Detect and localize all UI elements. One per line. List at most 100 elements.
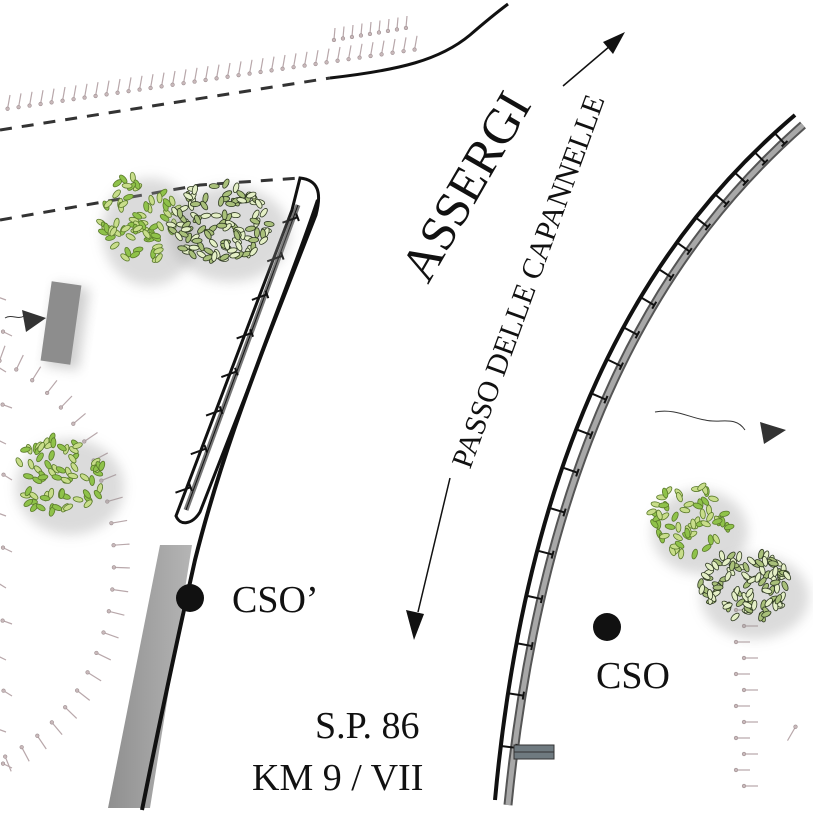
guardrail-post [525,594,544,604]
grass-tick [214,64,220,81]
right-marker-block [513,744,555,760]
grass-tick [126,77,132,94]
grass-tick [394,17,400,32]
guardrail-post [606,358,624,371]
grass-tick [733,767,750,773]
grass-tick [0,367,7,373]
guardrail-post [657,267,675,282]
grass-tick [1,688,13,697]
grass-tick [0,545,13,553]
grass-tick [733,735,750,741]
grass-tick [324,48,330,65]
guardrail-post [575,428,594,440]
guardrail-post [694,216,712,231]
grass-tick [45,379,58,396]
arrow-to-passo [406,477,451,640]
upper-road-edge-solid [329,2,509,80]
grass-tick [181,69,187,86]
grass-tick [346,45,352,62]
grass-tick [109,519,128,526]
grass-tick [106,609,125,616]
grass-tick [368,42,374,59]
guardrail-post [772,131,789,148]
guardrail-post [561,466,580,477]
grass-tick [412,35,418,52]
grass-tick [236,61,242,78]
guardrail-post [548,506,567,517]
guardrail-post [205,406,224,417]
grass-tick [49,88,55,105]
grass-tick [291,53,297,70]
label-road-code: S.P. 86 [315,705,420,747]
foliage-left-dark [165,178,290,282]
grass-tick [19,745,30,762]
grass-tick [14,354,24,372]
grass-tick [376,20,382,35]
grass-tick [82,83,88,100]
grass-tick [0,583,7,589]
grass-tick [111,543,130,548]
grass-tick [0,440,7,445]
grass-tick [115,78,121,95]
left-block [40,281,90,370]
grass-tick [0,345,6,363]
guardrail-post [175,483,193,494]
grass-tick [741,655,758,661]
grass-tick [110,587,129,593]
guardrail-post [675,241,693,256]
foliage-lower-left [15,432,124,535]
grass-tick [786,724,798,741]
grass-tick [403,15,409,31]
grass-tick [35,733,47,750]
grass-tick [741,719,758,725]
left-wiggle-arrow [4,310,46,332]
guardrail-post [507,691,525,700]
grass-tick [16,93,22,110]
guardrail-post [713,192,730,208]
grass-tick [0,656,7,661]
guardrail-post [536,549,555,559]
grass-tick [379,40,385,57]
grass-tick [0,297,7,301]
guardrail-post [590,392,609,404]
grass-tick [741,687,758,693]
grass-tick [258,58,264,75]
grass-tick [741,751,758,757]
grass-tick [101,630,119,639]
grass-tick [111,565,130,570]
grass-tick [71,412,86,426]
grass-tick [49,720,63,736]
left-shoulder-band [108,545,192,808]
grass-tick [0,329,13,337]
grass-tick [401,37,407,54]
grass-tick [159,72,165,89]
grass-tick [331,27,337,43]
guardrail-post [516,641,534,651]
grass-tick [733,703,750,709]
grass-tick [75,688,91,701]
grass-tick [733,639,750,645]
grass-tick [30,366,42,383]
guardrail-post [752,150,769,167]
grass-tick [71,85,77,102]
grass-tick [203,66,209,83]
grass-tick [302,51,308,68]
grass-tick [170,70,176,87]
grass-tick [148,74,154,91]
right-road-edge-outer [493,113,797,801]
side-road-edge-dashed [0,176,301,222]
guardrail-post [622,326,641,339]
grass-tick [192,67,198,84]
grass-tick [340,26,346,41]
grass-tick [358,23,364,38]
grass-tick [733,671,750,677]
grass-tick [0,402,13,409]
grass-tick [38,90,44,107]
grass-tick [0,513,7,517]
guardrail-post [190,444,209,456]
grass-tick [349,24,355,40]
guardrail-post [236,328,254,340]
grass-tick [93,82,99,99]
